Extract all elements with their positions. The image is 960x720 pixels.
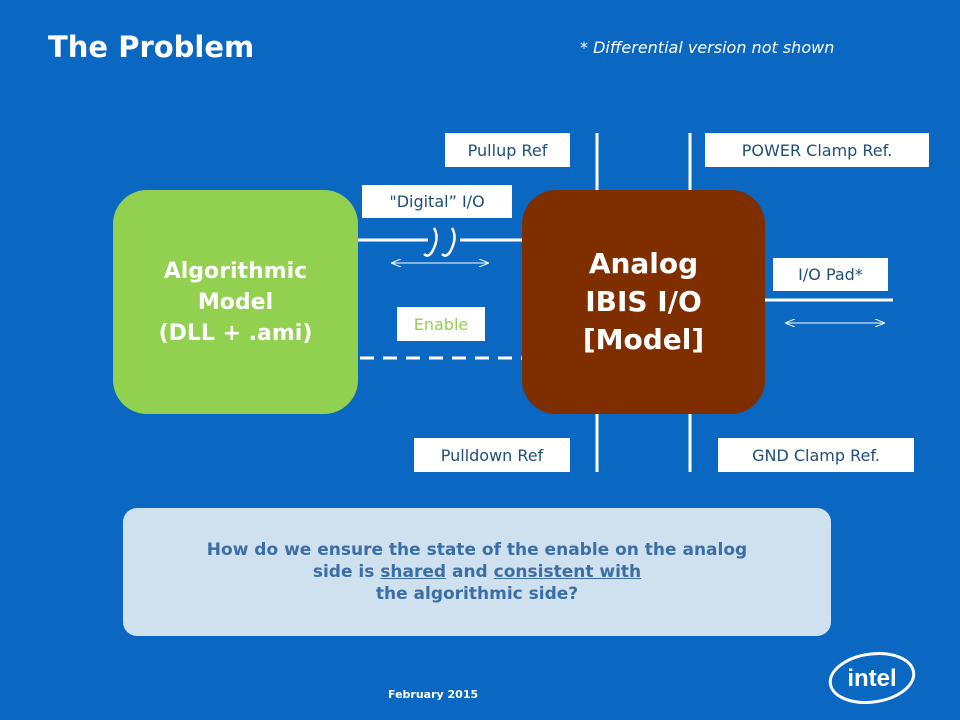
algorithmic-line2: Model <box>197 289 274 315</box>
io-pad-label: I/O Pad* <box>773 258 888 291</box>
analog-line2: IBIS I/O <box>585 285 702 318</box>
question-shared: shared <box>380 562 447 582</box>
break-mark-2 <box>441 227 456 257</box>
analog-line3: [Model] <box>582 323 705 356</box>
question-line3: the algorithmic side? <box>375 584 579 604</box>
gnd-clamp-ref-label: GND Clamp Ref. <box>718 438 914 472</box>
slide-title: The Problem <box>48 30 255 64</box>
question-line2-mid: and <box>446 562 494 582</box>
question-line1: How do we ensure the state of the enable… <box>206 540 748 560</box>
analog-line1: Analog <box>588 247 699 280</box>
question-consistent: consistent with <box>493 562 642 582</box>
algorithmic-line3: (DLL + .ami) <box>158 320 313 346</box>
footer-date: February 2015 <box>388 688 479 701</box>
question-line2: side is shared and consistent with <box>313 561 641 583</box>
break-mark-1 <box>423 227 438 257</box>
question-callout: How do we ensure the state of the enable… <box>123 508 831 636</box>
intel-logo: intel <box>828 652 916 704</box>
pulldown-ref-label: Pulldown Ref <box>414 438 570 472</box>
analog-ibis-box: Analog IBIS I/O [Model] <box>522 190 765 414</box>
enable-label: Enable <box>397 307 485 341</box>
algorithmic-line1: Algorithmic <box>163 258 308 284</box>
question-line2-pre: side is <box>312 562 381 582</box>
algorithmic-model-box: Algorithmic Model (DLL + .ami) <box>113 190 358 414</box>
digital-io-label: "Digital” I/O <box>362 185 512 218</box>
pullup-ref-label: Pullup Ref <box>445 133 570 167</box>
differential-note: * Differential version not shown <box>580 38 835 57</box>
intel-logo-text: intel <box>847 665 896 692</box>
power-clamp-ref-label: POWER Clamp Ref. <box>705 133 929 167</box>
